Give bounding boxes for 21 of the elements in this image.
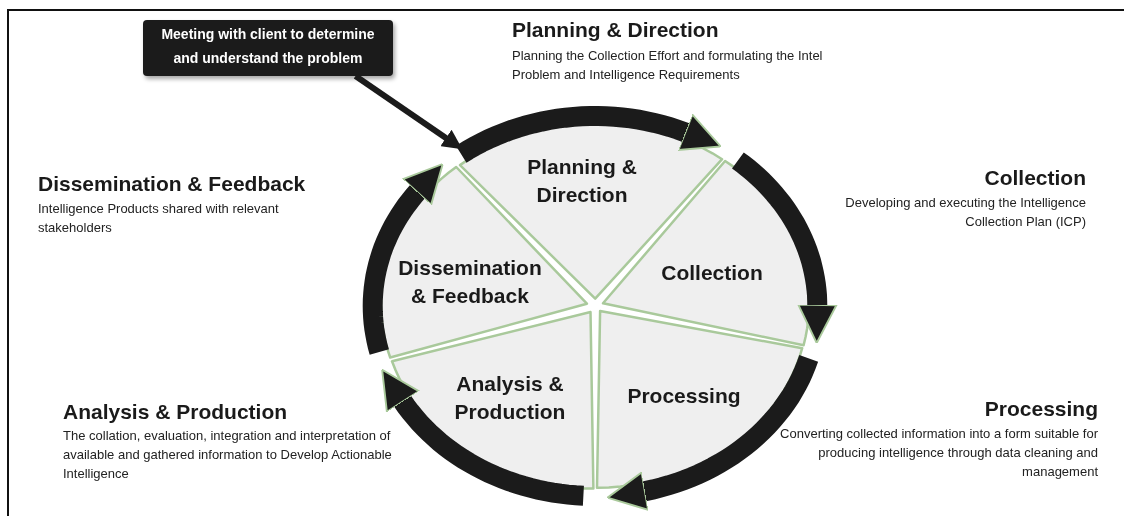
stage-heading: Dissemination & Feedback [38, 172, 306, 195]
callout-box: Meeting with client to determine and understand the problem [143, 20, 393, 76]
cycle-arrow [362, 163, 444, 357]
stage-description: Intelligence Products shared with relevant stakeholders [38, 201, 279, 235]
segment-label: Planning & Direction [526, 154, 638, 208]
stage-description: The collation, evaluation, integration and interpretation of available and gathered information to Develop Actionable Intelligence [63, 428, 392, 481]
stage-heading: Analysis & Production [63, 400, 288, 423]
stage-heading: Planning & Direction [512, 18, 719, 41]
segment-label: Analysis & Production [453, 371, 567, 425]
stage-description: Converting collected information into a form suitable for producing intelligence through data cleaning and management [780, 426, 1098, 479]
cycle-arrow [381, 368, 586, 506]
segment-label: Processing [627, 383, 741, 409]
stage-heading: Processing [984, 397, 1098, 420]
cycle-arrow [455, 106, 722, 163]
cycle-arrow [732, 152, 838, 344]
segment-label: Collection [661, 260, 763, 286]
segment-label: Dissemination & Feedback [397, 255, 543, 309]
cycle-arrow [606, 355, 819, 511]
stage-description: Developing and executing the Intelligence Collection Plan (ICP) [845, 195, 1086, 229]
stage-heading: Collection [984, 166, 1086, 189]
stage-description: Planning the Collection Effort and formulating the Intel Problem and Intelligence Requirements [512, 48, 823, 82]
